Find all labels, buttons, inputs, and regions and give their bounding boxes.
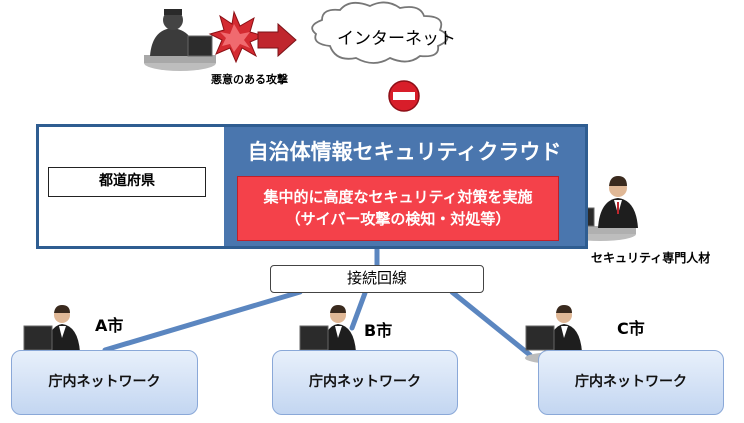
internet-label: インターネット: [337, 29, 456, 49]
line-to-b-city: [349, 290, 368, 331]
prefecture-box: 都道府県: [48, 167, 206, 197]
b-city-label: B市: [364, 321, 393, 340]
connection-line-box: 接続回線: [270, 265, 484, 293]
attack-arrow-icon: [257, 22, 297, 58]
security-measures-line2: （サイバー攻撃の検知・対処等）: [285, 210, 511, 228]
line-to-c-city: [449, 289, 533, 358]
attacker-figure-icon: [144, 9, 216, 71]
specialist-label: セキュリティ専門人材: [591, 251, 711, 265]
connection-lines: [102, 243, 533, 358]
b-city-network-box: 庁内ネットワーク: [272, 350, 458, 415]
c-city-label: C市: [617, 319, 645, 338]
attack-label: 悪意のある攻撃: [211, 73, 288, 86]
internet-cloud-icon: [311, 1, 449, 64]
c-city-network-box: 庁内ネットワーク: [538, 350, 724, 415]
attack-burst-icon: [208, 10, 266, 64]
security-measures-box: 集中的に高度なセキュリティ対策を実施 （サイバー攻撃の検知・対処等）: [237, 176, 559, 241]
security-measures-line1: 集中的に高度なセキュリティ対策を実施: [263, 188, 533, 206]
line-to-a-city: [102, 289, 303, 353]
security-cloud-title: 自治体情報セキュリティクラウド: [247, 140, 562, 164]
a-city-label: A市: [95, 316, 124, 335]
a-city-network-box: 庁内ネットワーク: [11, 350, 198, 415]
no-entry-sign-icon: [388, 80, 420, 112]
